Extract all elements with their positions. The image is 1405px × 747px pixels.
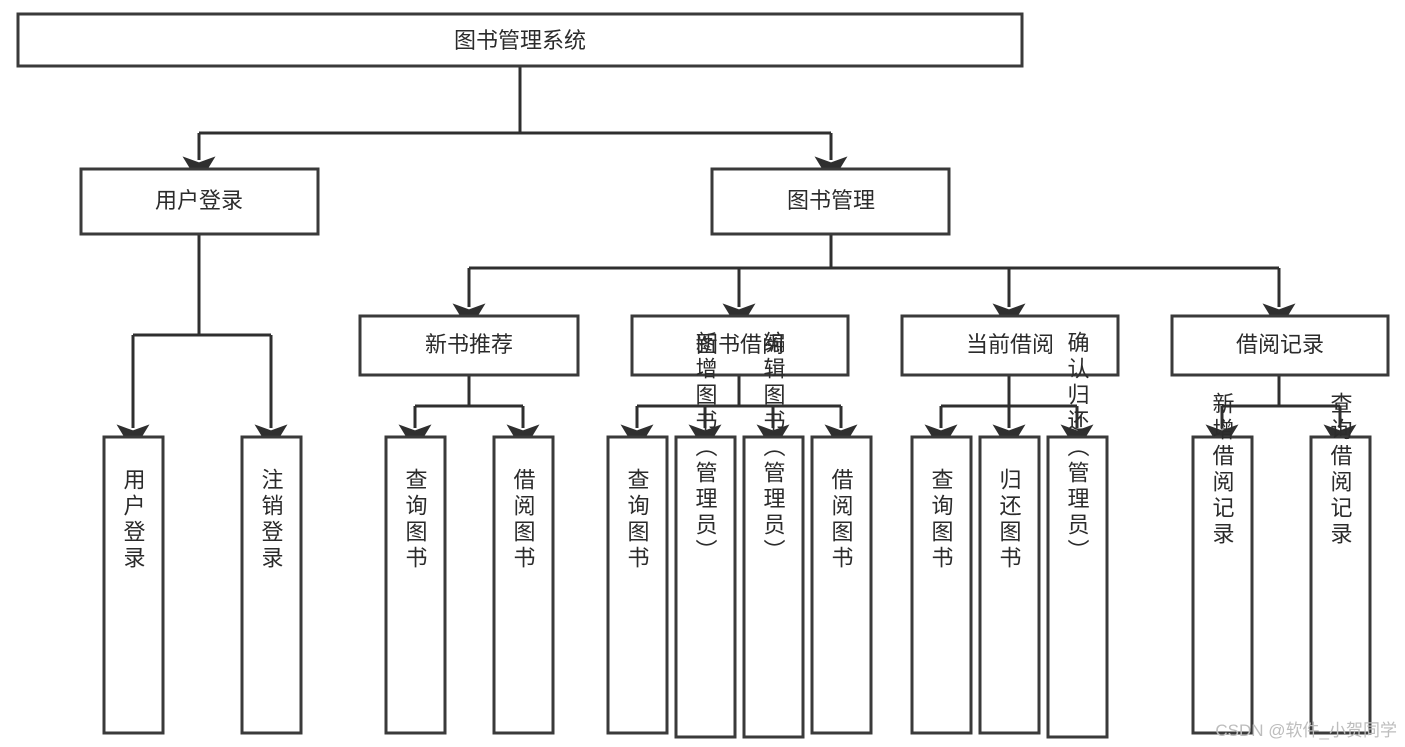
leaf-query-book-current[interactable]: 查询图书: [910, 435, 973, 735]
connector-bookborrow-to-leaves: [620, 375, 858, 452]
connector-borrowrecord-to-leaves: [1205, 375, 1357, 452]
leaf-borrow-book-recommend[interactable]: 借阅图书: [492, 435, 555, 735]
leaf-query-book-recommend[interactable]: 查询图书: [384, 435, 447, 735]
leaf-query-book-current-label: 查询图书: [929, 468, 954, 572]
leaf-logout-label: 注销登录: [259, 468, 284, 572]
leaf-edit-book-admin[interactable]: 编辑图书（管理员）: [742, 331, 805, 739]
connector-root-to-level2: [182, 66, 848, 184]
node-root-label: 图书管理系统: [454, 28, 586, 53]
node-new-book-recommend[interactable]: 新书推荐: [358, 314, 580, 377]
node-borrow-record[interactable]: 借阅记录: [1170, 314, 1390, 377]
node-new-book-recommend-label: 新书推荐: [425, 332, 513, 357]
leaf-query-book-recommend-label: 查询图书: [403, 468, 428, 572]
leaf-user-login[interactable]: 用户登录: [102, 435, 165, 735]
leaf-borrow-book-recommend-label: 借阅图书: [511, 468, 536, 572]
node-current-borrow-label: 当前借阅: [966, 332, 1054, 357]
connector-userlogin-to-leaves: [116, 234, 288, 452]
node-borrow-record-label: 借阅记录: [1236, 332, 1324, 357]
leaf-add-borrow-record-label: 新增借阅记录: [1210, 392, 1235, 548]
node-book-borrow-label: 图书借阅: [696, 332, 784, 357]
leaf-return-book-label: 归还图书: [997, 468, 1022, 572]
leaf-confirm-return-admin[interactable]: 确认归还（管理员）: [1046, 331, 1109, 739]
leaf-return-book[interactable]: 归还图书: [978, 435, 1041, 735]
leaf-borrow-book-label: 借阅图书: [829, 468, 854, 572]
connector-bookmgmt-to-level3: [452, 234, 1296, 331]
leaf-query-book-borrow-label: 查询图书: [625, 468, 650, 572]
leaf-query-borrow-record[interactable]: 查询借阅记录: [1309, 392, 1372, 735]
node-root[interactable]: 图书管理系统: [16, 12, 1024, 68]
node-book-borrow[interactable]: 图书借阅: [630, 314, 850, 377]
leaf-add-book-admin[interactable]: 新增图书（管理员）: [674, 331, 737, 739]
node-book-management-label: 图书管理: [787, 188, 875, 213]
csdn-watermark: CSDN @软件_小贺同学: [1215, 721, 1397, 740]
leaf-edit-book-admin-label: 编辑图书（管理员）: [761, 331, 786, 565]
leaf-add-borrow-record[interactable]: 新增借阅记录: [1191, 392, 1254, 735]
node-user-login[interactable]: 用户登录: [79, 167, 320, 236]
connector-newbook-to-leaves: [398, 375, 540, 452]
leaf-query-borrow-record-label: 查询借阅记录: [1328, 392, 1353, 548]
leaf-user-login-label: 用户登录: [121, 468, 146, 572]
leaf-confirm-return-admin-label: 确认归还（管理员）: [1065, 331, 1090, 565]
connector-currentborrow-to-leaves: [924, 375, 1094, 452]
leaf-borrow-book[interactable]: 借阅图书: [810, 435, 873, 735]
leaf-logout[interactable]: 注销登录: [240, 435, 303, 735]
leaf-add-book-admin-label: 新增图书（管理员）: [693, 331, 718, 565]
node-book-management[interactable]: 图书管理: [710, 167, 951, 236]
node-user-login-label: 用户登录: [155, 188, 243, 213]
leaf-query-book-borrow[interactable]: 查询图书: [606, 435, 669, 735]
node-current-borrow[interactable]: 当前借阅: [900, 314, 1120, 377]
